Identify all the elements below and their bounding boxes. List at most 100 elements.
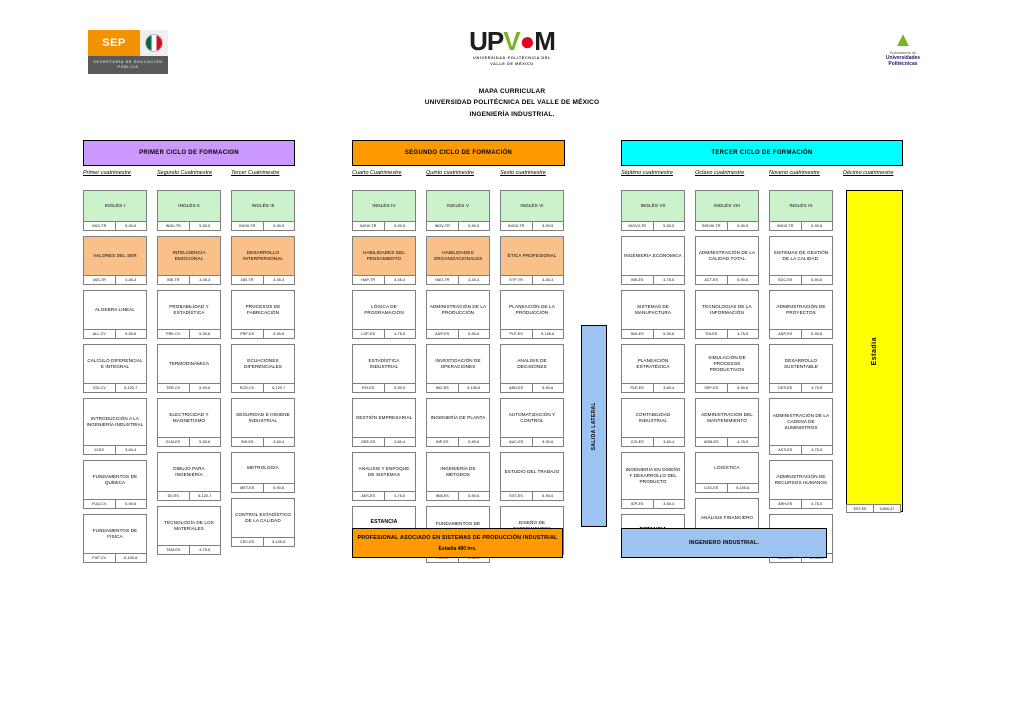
course-credits: 3-45-3	[394, 278, 406, 282]
course-name: SISTEMAS DE MANUFACTURA	[634, 303, 672, 315]
sep-logo-top: SEP	[88, 30, 168, 56]
cycle-banners: PRIMER CICLO DE FORMACION SEGUNDO CICLO …	[0, 140, 1024, 166]
course-code: INE-TR	[158, 276, 190, 284]
course-name: CONTABILIDAD INDUSTRIAL	[635, 411, 671, 423]
course-name: LOGÍSTICA	[714, 464, 740, 470]
course-cell[interactable]: SISTEMAS DE GESTIÓN DE LA CALIDAD.SGC-ES…	[769, 236, 833, 285]
course-name: PLANEACIÓN DE LA PRODUCCIÓN	[509, 303, 555, 315]
cycle-banner-3: TERCER CICLO DE FORMACIÓN	[621, 140, 903, 166]
course-name: ANÁLISIS Y ENFOQUE DE SISTEMAS	[358, 465, 410, 477]
course-cell[interactable]: INGENIERIA EN DISEÑO Y DESARROLLO DEL PR…	[621, 452, 685, 509]
course-title-box: INGLÉS II	[158, 191, 220, 221]
course-name: INTRODUCCIÓN A LA INGENIERÍA INDUSTRIAL	[86, 415, 144, 427]
course-credits: 4-75-5	[199, 548, 211, 552]
course-name: ADMINISTRACIÓN DE LA PRODUCCIÓN	[429, 303, 487, 315]
course-credits: 3-60-4	[125, 448, 137, 452]
politecnicas-line3: Politécnicas	[888, 61, 918, 67]
course-name: INTELIGENCIA EMOCIONAL	[172, 249, 206, 261]
salida-lateral-bar: SALIDA LATERAL	[581, 325, 607, 527]
course-title-box: ÉTICA PROFESIONAL	[501, 237, 563, 275]
course-title-box: ANALISIS DE DECISIONES	[501, 345, 563, 383]
course-credits: 4-75-5	[811, 386, 823, 390]
course-title-box: TERMODINÁMICA	[158, 345, 220, 383]
course-credits: 3-60-4	[273, 440, 285, 444]
course-code: ACS-ES	[770, 446, 802, 454]
course-code: PRF-ES	[232, 330, 264, 338]
course-title-box: ADMINISTRACIÓN DE RECURSOS HUMANOS	[770, 461, 832, 499]
course-title-box: CONTROL ESTADÍSTICO DE LA CALIDAD	[232, 499, 294, 537]
course-credits: 5-105-6	[736, 486, 750, 490]
course-cell[interactable]: ADMINISTRACIÓN DE LA CADENA DE SUMINISTR…	[769, 398, 833, 455]
course-credits: 5-105-6	[272, 540, 286, 544]
course-name: ECUACIONES DIFERENCIALES	[244, 357, 282, 369]
course-credits: 5-90-6	[737, 278, 749, 282]
course-name: SEGURIDAD E HIGIENE INDUSTRIAL	[236, 411, 290, 423]
course-title-box: INGENIERÍA ECÓNOMICA	[622, 237, 684, 275]
course-code: PLE-ES	[622, 384, 654, 392]
course-title-box: INVESTIGACIÓN DE OPERACIONES	[427, 345, 489, 383]
course-name: ADMINISTRACIÓN DE LA CALIDAD TOTAL	[698, 249, 756, 261]
